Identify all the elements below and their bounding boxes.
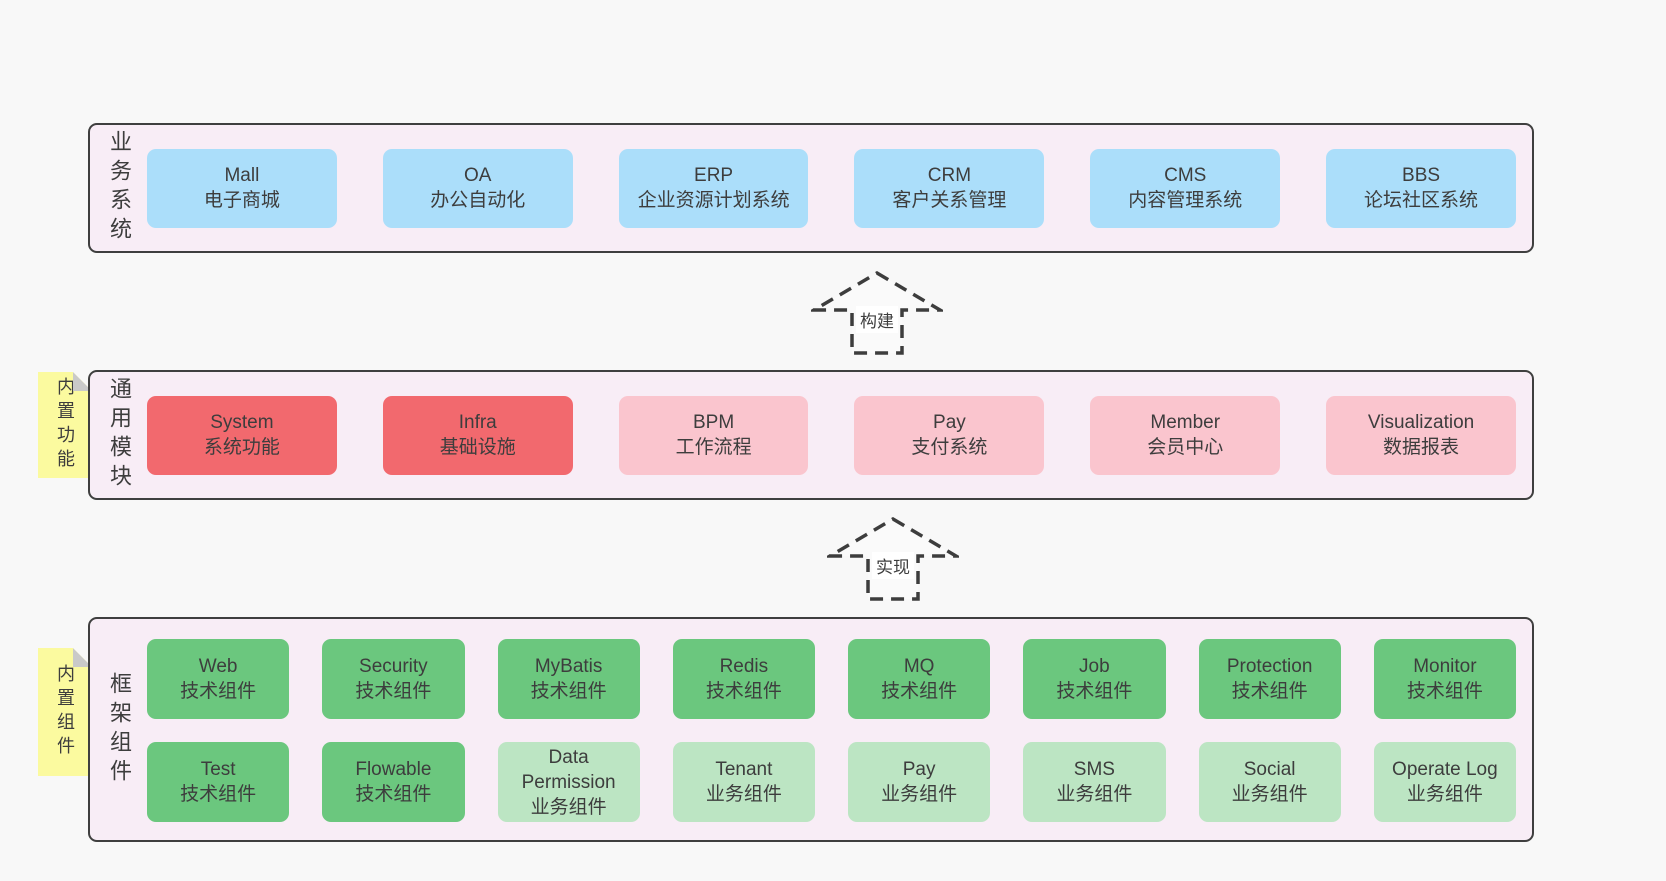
sticky-note-label: 内置功能	[55, 377, 75, 473]
build-arrow-label: 构建	[856, 306, 898, 333]
node-cms: CMS 内容管理系统	[1090, 148, 1281, 228]
node-sms: SMS 业务组件	[1023, 742, 1166, 822]
node-visualization: Visualization 数据报表	[1326, 395, 1516, 475]
node-security: Security 技术组件	[322, 639, 465, 719]
node-bpm: BPM 工作流程	[618, 395, 809, 475]
section-label-business-systems: 业务系统	[107, 130, 132, 246]
node-member: Member 会员中心	[1090, 395, 1281, 475]
node-tenant: Tenant 业务组件	[672, 742, 815, 822]
node-oa: OA 办公自动化	[382, 148, 573, 228]
sticky-note-builtin-components: 内置组件	[38, 648, 92, 776]
node-mq: MQ 技术组件	[848, 639, 991, 719]
node-pay-biz: Pay 业务组件	[848, 742, 991, 822]
node-erp: ERP 企业资源计划系统	[618, 148, 809, 228]
framework-components-grid: Web 技术组件 Security 技术组件 MyBatis 技术组件 Redi…	[147, 639, 1516, 822]
build-arrow: 构建	[811, 270, 943, 356]
node-system: System 系统功能	[147, 395, 337, 475]
node-mall: Mall 电子商城	[147, 148, 337, 228]
node-job: Job 技术组件	[1023, 639, 1166, 719]
node-social: Social 业务组件	[1198, 742, 1341, 822]
node-protection: Protection 技术组件	[1198, 639, 1341, 719]
node-bbs: BBS 论坛社区系统	[1326, 148, 1516, 228]
node-redis: Redis 技术组件	[672, 639, 815, 719]
node-infra: Infra 基础设施	[382, 395, 573, 475]
sticky-note-builtin-features: 内置功能	[38, 372, 92, 478]
node-mybatis: MyBatis 技术组件	[497, 639, 640, 719]
node-crm: CRM 客户关系管理	[854, 148, 1045, 228]
sticky-note-label: 内置组件	[55, 664, 75, 760]
node-operate-log: Operate Log 业务组件	[1373, 742, 1516, 822]
node-test: Test 技术组件	[147, 742, 290, 822]
business-systems-row: Mall 电子商城 OA 办公自动化 ERP 企业资源计划系统 CRM 客户关系…	[147, 125, 1516, 251]
node-monitor: Monitor 技术组件	[1373, 639, 1516, 719]
section-label-common-modules: 通用模块	[107, 377, 132, 493]
node-flowable: Flowable 技术组件	[322, 742, 465, 822]
implement-arrow-label: 实现	[872, 552, 914, 579]
section-label-framework-components: 框架组件	[107, 671, 132, 788]
node-data-permission: Data Permission 业务组件	[497, 742, 640, 822]
panel-common-modules: 通用模块 System 系统功能 Infra 基础设施 BPM 工作流程 Pay…	[88, 370, 1534, 500]
common-modules-row: System 系统功能 Infra 基础设施 BPM 工作流程 Pay 支付系统…	[147, 372, 1516, 498]
panel-framework-components: 框架组件 Web 技术组件 Security 技术组件 MyBatis 技术组件…	[88, 617, 1534, 842]
panel-business-systems: 业务系统 Mall 电子商城 OA 办公自动化 ERP 企业资源计划系统 CRM…	[88, 123, 1534, 253]
implement-arrow: 实现	[827, 516, 959, 602]
node-web: Web 技术组件	[147, 639, 290, 719]
node-pay: Pay 支付系统	[854, 395, 1045, 475]
